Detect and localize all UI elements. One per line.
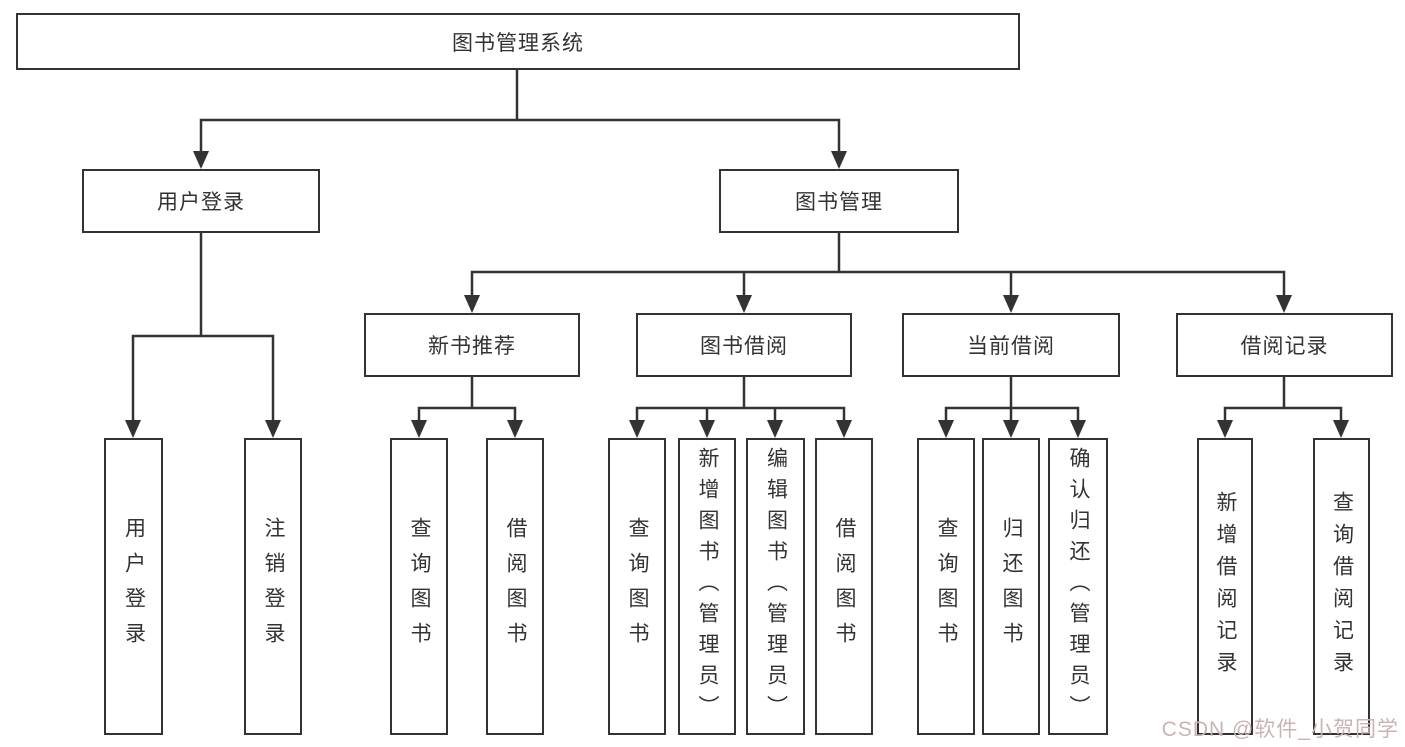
leaf-add-books-admin-label: 新增图书（管理员） xyxy=(696,447,719,726)
node-new-book-recommend: 新书推荐 xyxy=(364,313,580,377)
leaf-edit-books-admin-label: 编辑图书（管理员） xyxy=(764,447,788,726)
leaf-recommend-borrow-books: 借阅图书 xyxy=(486,438,544,735)
node-book-management-label: 图书管理 xyxy=(795,191,883,214)
node-new-book-recommend-label: 新书推荐 xyxy=(428,335,516,358)
leaf-logout-label: 注销登录 xyxy=(262,516,285,657)
node-book-borrowing-label: 图书借阅 xyxy=(700,335,788,358)
leaf-recommend-query-books: 查询图书 xyxy=(390,438,448,735)
leaf-recommend-borrow-books-label: 借阅图书 xyxy=(504,516,527,657)
node-root-library-system: 图书管理系统 xyxy=(16,13,1020,70)
leaf-edit-books-admin: 编辑图书（管理员） xyxy=(746,438,805,735)
leaf-borrow-query-books: 查询图书 xyxy=(608,438,666,735)
leaf-borrow-query-books-label: 查询图书 xyxy=(626,516,649,657)
leaf-query-borrow-record-label: 查询借阅记录 xyxy=(1330,490,1354,683)
node-current-borrowing-label: 当前借阅 xyxy=(967,335,1055,358)
leaf-query-borrow-record: 查询借阅记录 xyxy=(1313,438,1370,735)
leaf-confirm-return-admin-label: 确认归还（管理员） xyxy=(1067,447,1090,726)
leaf-logout: 注销登录 xyxy=(244,438,302,735)
node-root-label: 图书管理系统 xyxy=(452,31,584,55)
leaf-borrow-books-label: 借阅图书 xyxy=(833,516,856,657)
leaf-borrow-books: 借阅图书 xyxy=(815,438,873,735)
node-borrow-records: 借阅记录 xyxy=(1176,313,1393,377)
csdn-watermark: CSDN @软件_小贺同学 xyxy=(1161,718,1399,741)
node-borrow-records-label: 借阅记录 xyxy=(1240,335,1329,358)
node-book-borrowing: 图书借阅 xyxy=(636,313,852,377)
leaf-confirm-return-admin: 确认归还（管理员） xyxy=(1048,438,1108,735)
leaf-add-books-admin: 新增图书（管理员） xyxy=(678,438,736,735)
leaf-add-borrow-record: 新增借阅记录 xyxy=(1197,438,1253,735)
leaf-return-books-label: 归还图书 xyxy=(1000,516,1023,657)
node-book-management: 图书管理 xyxy=(719,169,959,233)
leaf-recommend-query-books-label: 查询图书 xyxy=(408,516,431,657)
leaf-current-query-books-label: 查询图书 xyxy=(935,516,958,657)
leaf-add-borrow-record-label: 新增借阅记录 xyxy=(1214,490,1237,683)
leaf-user-login: 用户登录 xyxy=(104,438,163,735)
leaf-current-query-books: 查询图书 xyxy=(917,438,975,735)
node-user-login: 用户登录 xyxy=(82,169,320,233)
node-user-login-label: 用户登录 xyxy=(157,191,245,214)
leaf-user-login-label: 用户登录 xyxy=(122,516,146,657)
node-current-borrowing: 当前借阅 xyxy=(902,313,1120,377)
leaf-return-books: 归还图书 xyxy=(982,438,1040,735)
